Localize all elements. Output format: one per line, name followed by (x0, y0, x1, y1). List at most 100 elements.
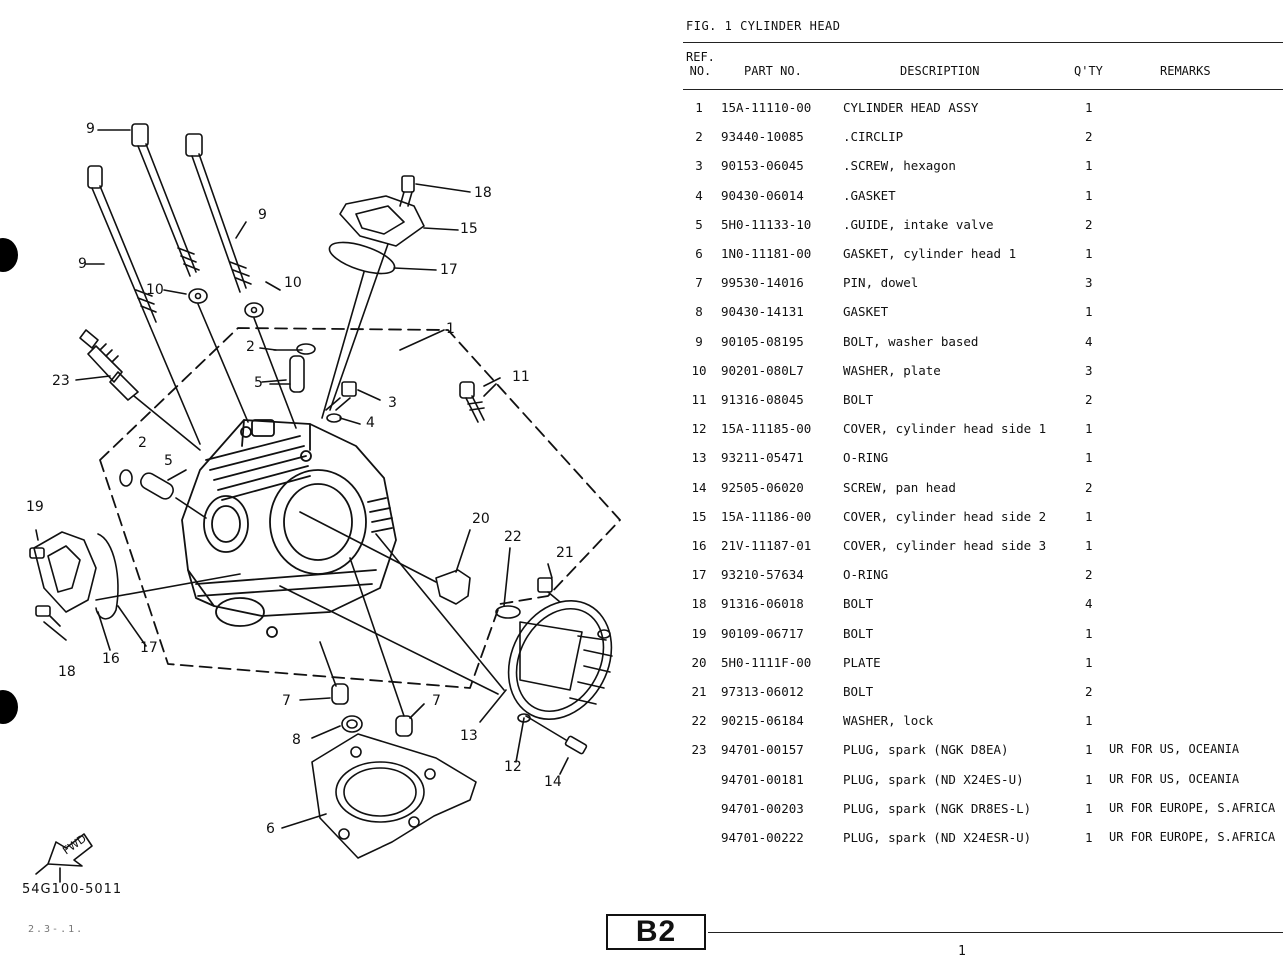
callout-17: 17 (440, 262, 458, 278)
description-cell: GASKET, cylinder head 1 (843, 246, 1017, 261)
remarks-cell: UR FOR EUROPE, S.AFRICA (1109, 800, 1276, 815)
qty-cell: 1 (1085, 508, 1093, 524)
part-number-cell: 1N0-11181-00 (721, 246, 812, 261)
description-cell: WASHER, plate (843, 362, 941, 378)
ref-no-cell: 15 (691, 508, 707, 524)
qty-cell: 2 (1085, 479, 1093, 495)
ref-no-cell: 4 (695, 187, 703, 203)
callout-4: 4 (366, 415, 375, 431)
remarks-cell: UR FOR US, OCEANIA (1109, 742, 1240, 757)
remarks-cell: UR FOR US, OCEANIA (1109, 771, 1240, 786)
qty-cell: 1 (1085, 800, 1093, 816)
part-number-cell: 91316-06018 (721, 596, 804, 612)
page-badge: B2 (606, 914, 706, 950)
punch-hole (0, 238, 18, 272)
part-number-cell: 91316-08045 (721, 392, 804, 407)
remarks-cell: UR FOR EUROPE, S.AFRICA (1109, 830, 1276, 844)
qty-cell: 1 (1085, 713, 1093, 729)
description-cell: O-RING (843, 567, 889, 583)
ref-no-cell: 23 (691, 742, 707, 758)
ref-no-cell: 17 (691, 567, 707, 583)
callout-2: 2 (138, 435, 147, 451)
dowel-pins (299, 557, 425, 739)
header-part-no: PART NO. (744, 64, 802, 78)
qty-cell: 1 (1085, 450, 1093, 466)
description-cell: COVER, cylinder head side 1 (843, 421, 1047, 437)
diagram-drawing (29, 123, 621, 883)
ref-no-cell: 1 (695, 100, 703, 115)
part-number-cell: 21V-11187-01 (721, 538, 812, 553)
part-number-cell: 94701-00222 (721, 830, 804, 845)
callout-10: 10 (284, 275, 302, 291)
ref-no-cell: 6 (695, 246, 703, 261)
cylinder-head (181, 419, 397, 638)
description-cell: PIN, dowel (843, 275, 919, 291)
ref-no-cell: 19 (691, 625, 707, 641)
figure-title: FIG. 1 CYLINDER HEAD (686, 19, 841, 33)
part-number-cell: 90109-06717 (721, 625, 804, 641)
callout-7: 7 (432, 693, 441, 709)
part-number-cell: 90430-14131 (721, 304, 804, 320)
callout-18: 18 (58, 664, 76, 680)
description-cell: CYLINDER HEAD ASSY (843, 100, 979, 115)
header-qty: Q'TY (1074, 64, 1103, 78)
callout-13: 13 (460, 728, 478, 744)
description-cell: .CIRCLIP (843, 129, 904, 145)
callout-20: 20 (472, 511, 490, 527)
description-cell: BOLT (843, 596, 874, 612)
qty-cell: 2 (1085, 392, 1093, 407)
cover-15 (321, 175, 471, 419)
description-cell: WASHER, lock (843, 713, 934, 729)
callout-8: 8 (292, 732, 301, 748)
part-number-cell: 90215-06184 (721, 713, 804, 729)
ref-no-cell: 9 (695, 333, 703, 349)
ref-no-cell: 13 (691, 450, 707, 466)
description-cell: O-RING (843, 450, 889, 466)
callout-5: 5 (254, 375, 263, 391)
callout-14: 14 (544, 774, 562, 790)
header-description: DESCRIPTION (900, 64, 980, 78)
ref-no-cell: 3 (695, 158, 703, 174)
ref-no-cell: 21 (691, 684, 707, 699)
callout-11: 11 (512, 369, 530, 385)
punch-hole (0, 690, 18, 724)
spark-plug-23 (75, 329, 201, 451)
qty-cell: 4 (1085, 333, 1093, 349)
ref-no-cell: 22 (691, 713, 707, 729)
fwd-arrow-icon (35, 833, 93, 883)
part-number-cell: 15A-11185-00 (721, 421, 812, 437)
description-cell: PLUG, spark (NGK D8EA) (843, 742, 1009, 758)
qty-cell: 1 (1085, 625, 1093, 641)
table-row: 22 90215-06184 WASHER, lock 1 (683, 713, 1283, 742)
callout-22: 22 (504, 529, 522, 545)
qty-cell: 2 (1085, 567, 1093, 583)
description-cell: BOLT (843, 625, 874, 641)
part-number-cell: 97313-06012 (721, 684, 804, 699)
bolt-11 (459, 381, 497, 423)
qty-cell: 2 (1085, 684, 1093, 699)
bolt-9-right (185, 133, 252, 293)
callout-19: 19 (26, 499, 44, 515)
qty-cell: 3 (1085, 275, 1093, 291)
qty-cell: 1 (1085, 538, 1093, 553)
qty-cell: 4 (1085, 596, 1093, 612)
callout-12: 12 (504, 759, 522, 775)
callout-9: 9 (78, 256, 87, 272)
description-cell: .GASKET (843, 187, 896, 203)
head-gasket-6 (281, 733, 477, 859)
